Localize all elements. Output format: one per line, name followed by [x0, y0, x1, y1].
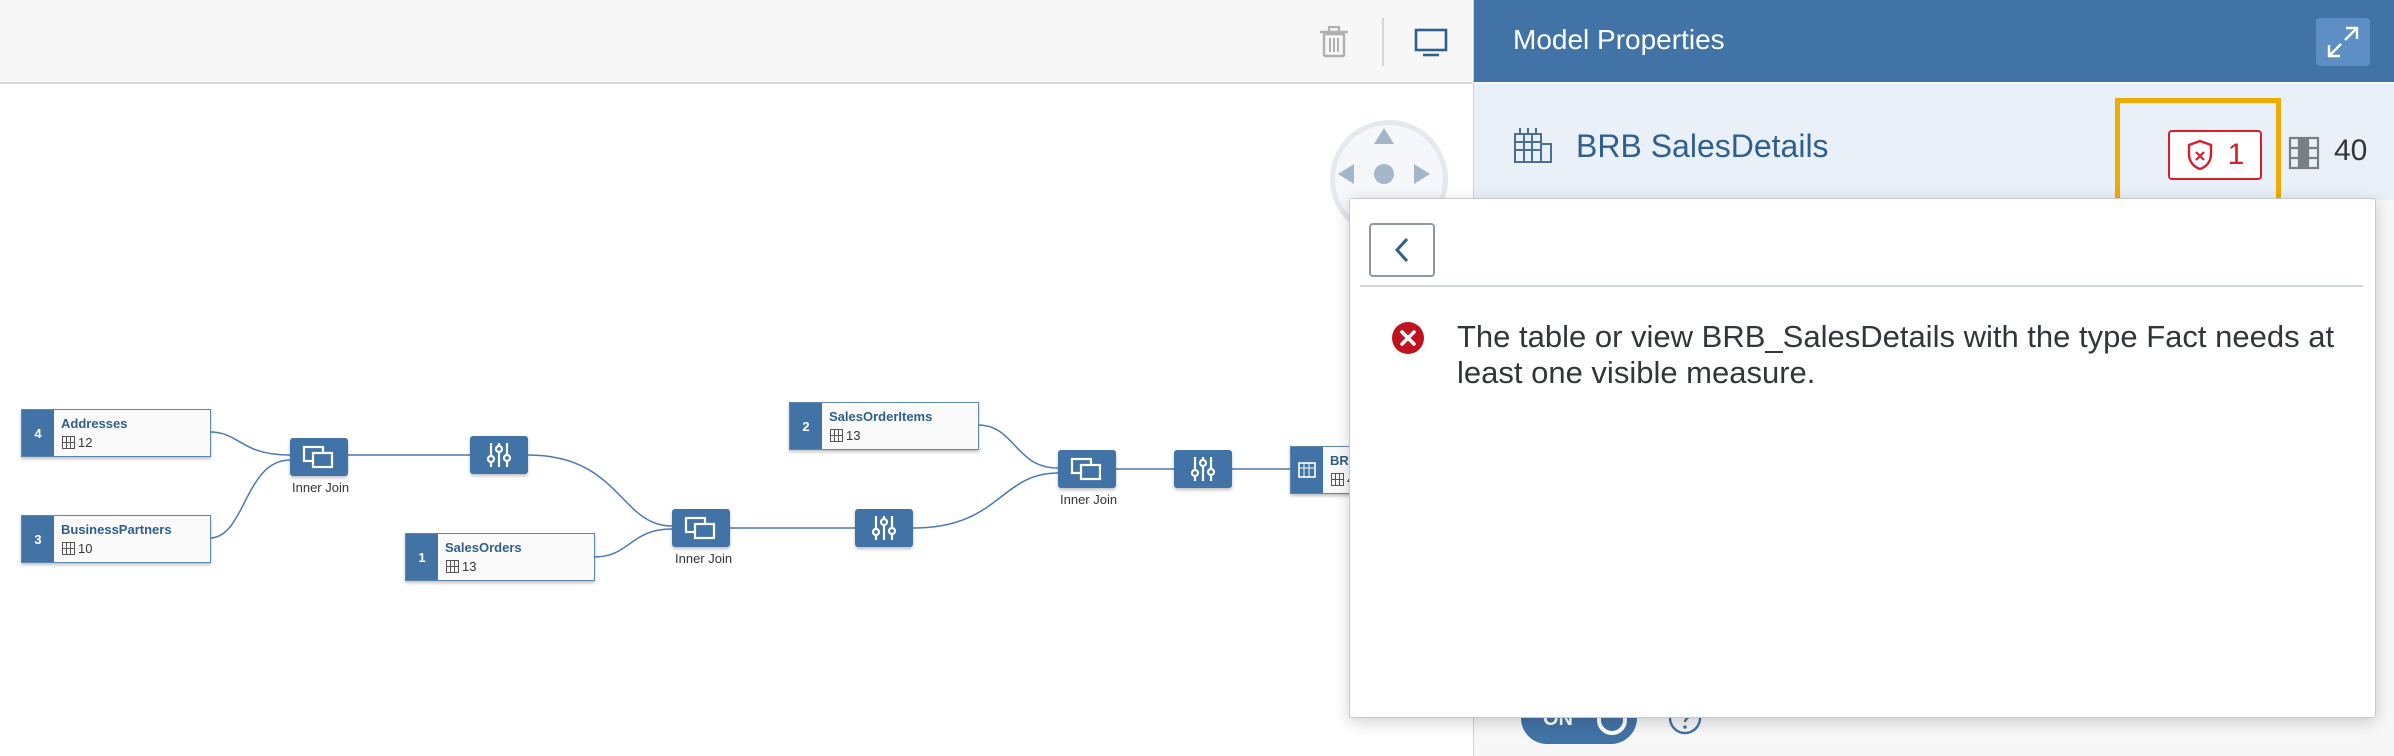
- node-column-count: 12: [78, 435, 93, 450]
- chevron-left-icon: [1394, 237, 1409, 263]
- error-icon: [1392, 322, 1424, 354]
- node-order-badge: 2: [790, 403, 822, 449]
- join-node[interactable]: [290, 438, 348, 476]
- expand-icon: [2327, 26, 2359, 58]
- join-label: Inner Join: [292, 480, 350, 495]
- validation-issues-button[interactable]: 1: [2168, 130, 2262, 180]
- sliders-icon: [486, 443, 512, 467]
- join-label: Inner Join: [675, 551, 733, 566]
- projection-node[interactable]: [855, 509, 913, 547]
- back-button[interactable]: [1369, 223, 1435, 277]
- join-label: Inner Join: [1060, 492, 1118, 507]
- join-icon: [302, 445, 334, 469]
- table-icon: [830, 429, 843, 442]
- node-title: BusinessPartners: [61, 522, 172, 537]
- join-icon: [1070, 457, 1102, 481]
- canvas-toolbar: [0, 0, 1472, 84]
- model-summary-row: BRB SalesDetails 1 40: [1474, 84, 2394, 216]
- table-icon: [62, 436, 75, 449]
- monitor-icon[interactable]: [1411, 22, 1451, 62]
- join-icon: [684, 516, 716, 540]
- node-order-badge: 4: [22, 410, 54, 456]
- node-title: SalesOrders: [445, 540, 522, 555]
- popover-divider: [1360, 285, 2363, 287]
- diagram-canvas[interactable]: 4 Addresses 12 3 BusinessPartners 10 1 S…: [0, 84, 1472, 756]
- projection-node[interactable]: [470, 436, 528, 474]
- issue-count: 1: [2227, 138, 2245, 171]
- join-node[interactable]: [672, 509, 730, 547]
- view-icon: [1298, 462, 1316, 478]
- table-icon: [446, 560, 459, 573]
- trash-icon[interactable]: [1314, 22, 1354, 62]
- join-node[interactable]: [1058, 450, 1116, 488]
- node-title: Addresses: [61, 416, 128, 431]
- node-salesorderitems[interactable]: 2 SalesOrderItems 13: [789, 402, 979, 450]
- node-title: SalesOrderItems: [829, 409, 933, 424]
- sliders-icon: [1190, 457, 1216, 481]
- connection-lines: [209, 424, 1290, 558]
- panel-header: Model Properties: [1474, 0, 2394, 82]
- columns-icon: [2288, 136, 2320, 170]
- node-order-badge: 3: [22, 516, 54, 562]
- node-order-badge: 1: [406, 534, 438, 580]
- node-addresses[interactable]: 4 Addresses 12: [21, 409, 211, 457]
- shield-error-icon: [2187, 139, 2212, 171]
- node-salesorders[interactable]: 1 SalesOrders 13: [405, 533, 595, 581]
- sliders-icon: [871, 516, 897, 540]
- error-message: The table or view BRB_SalesDetails with …: [1457, 319, 2335, 390]
- target-view-badge: [1291, 447, 1323, 493]
- model-name: BRB SalesDetails: [1576, 128, 1829, 164]
- view-icon: [1514, 128, 1552, 163]
- node-businesspartners[interactable]: 3 BusinessPartners 10: [21, 515, 211, 563]
- validation-popover: The table or view BRB_SalesDetails with …: [1349, 198, 2376, 718]
- toolbar-separator: [1382, 18, 1384, 66]
- node-column-count: 10: [78, 541, 93, 556]
- table-icon: [1331, 473, 1344, 486]
- node-column-count: 13: [462, 559, 477, 574]
- projection-node[interactable]: [1174, 450, 1232, 488]
- column-count: 40: [2334, 134, 2368, 167]
- expand-button[interactable]: [2316, 18, 2370, 66]
- table-icon: [62, 542, 75, 555]
- node-column-count: 13: [846, 428, 861, 443]
- panel-title: Model Properties: [1513, 24, 1725, 55]
